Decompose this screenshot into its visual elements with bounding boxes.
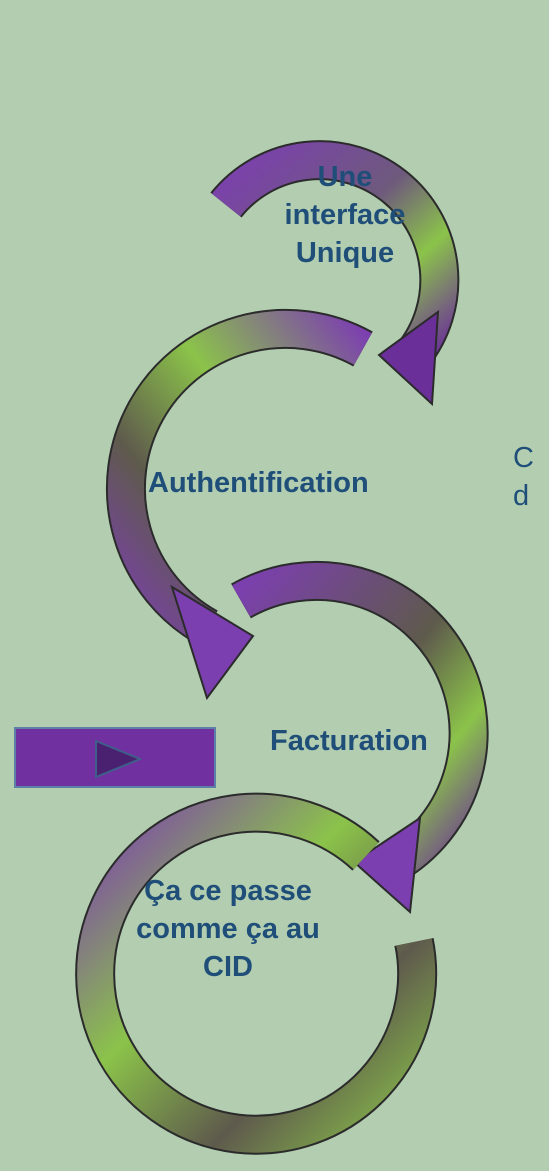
arrow-3: [231, 560, 489, 915]
play-triangle-icon: [95, 739, 142, 779]
step-label-authentification: Authentification: [148, 467, 369, 499]
step-label-interface: Une interface Unique: [284, 161, 406, 269]
arrow-2: [105, 308, 373, 701]
arrow-4: [75, 792, 438, 1155]
step-label-cid: Ça ce passe comme ça au CID: [136, 875, 320, 983]
play-button[interactable]: [14, 727, 216, 788]
step-label-facturation: Facturation: [270, 725, 428, 757]
cutoff-text-line-2: d: [513, 480, 530, 512]
cutoff-text-line-1: C: [513, 442, 534, 474]
arrow-1: [210, 140, 460, 407]
